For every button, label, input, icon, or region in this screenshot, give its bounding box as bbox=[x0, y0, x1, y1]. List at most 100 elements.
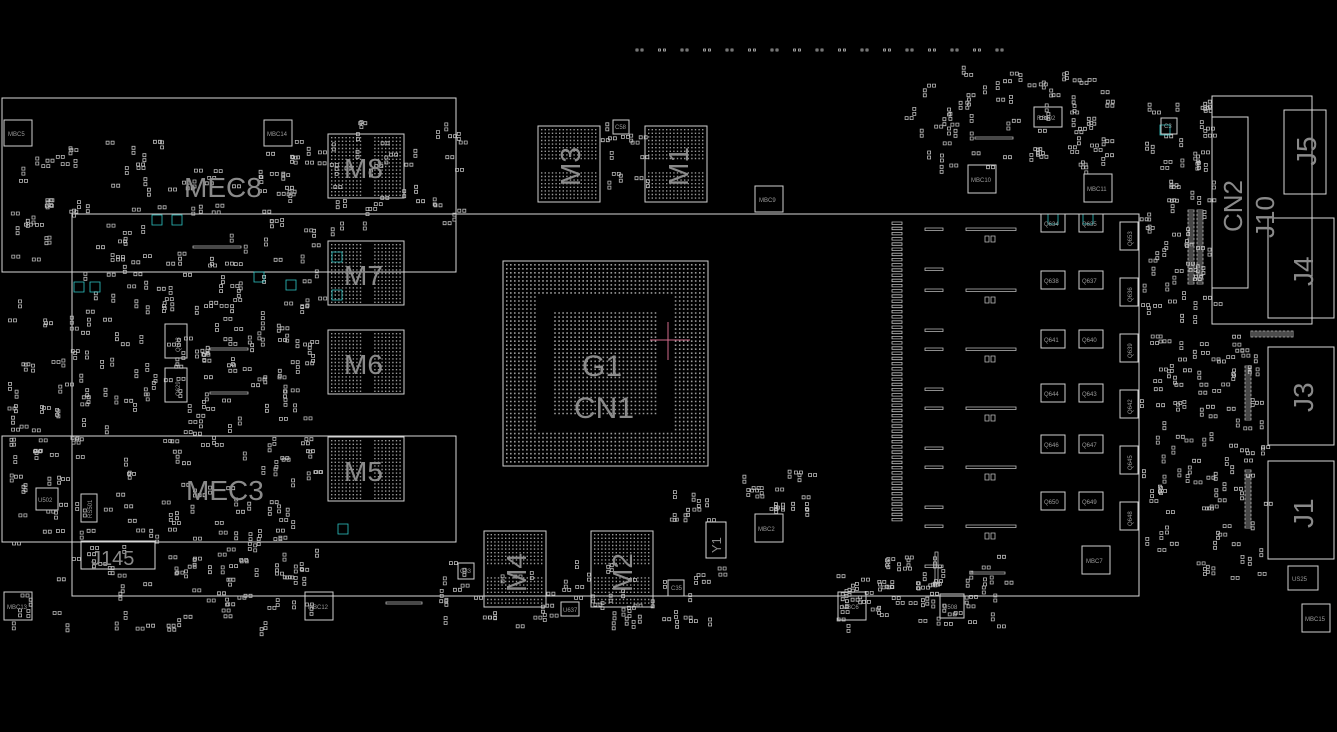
memory-m5 bbox=[327, 436, 405, 502]
mosfet-q648-label: Q648 bbox=[1128, 511, 1134, 526]
memory-m3-outline bbox=[537, 125, 601, 203]
label-m2: M2 bbox=[607, 553, 638, 592]
label-m7: M7 bbox=[344, 260, 383, 291]
c58-box bbox=[612, 119, 630, 135]
mbc11-box bbox=[1083, 173, 1113, 203]
mec3-outline bbox=[1, 435, 457, 543]
mosfet-q650-label: Q650 bbox=[1044, 500, 1059, 506]
mosfet-q639-label: Q639 bbox=[1128, 343, 1134, 358]
label-mbc9: MBC9 bbox=[759, 198, 776, 204]
label-mbc14: MBC14 bbox=[267, 132, 288, 138]
minor-parts bbox=[3, 106, 1331, 633]
label-c3: C3 bbox=[1164, 124, 1172, 130]
mbc2-box bbox=[754, 513, 784, 543]
mosfet-q653-label: Q653 bbox=[1128, 231, 1134, 246]
gpu-package bbox=[502, 260, 709, 467]
memory-m5-outline bbox=[327, 436, 405, 502]
label-j145: J145 bbox=[91, 548, 134, 570]
label-rs501: RS501 bbox=[88, 499, 94, 518]
mosfet-q646-box bbox=[1040, 434, 1066, 454]
memory-m4-outline bbox=[483, 530, 547, 608]
label-j4: J4 bbox=[1288, 256, 1319, 286]
u508-box bbox=[939, 593, 965, 619]
label-m5: M5 bbox=[344, 456, 383, 487]
mbc7-box bbox=[1081, 545, 1111, 575]
memory-m8-outline bbox=[327, 133, 405, 199]
mosfet-q642-label: Q642 bbox=[1128, 399, 1134, 414]
j5-outline bbox=[1283, 109, 1327, 195]
mosfet-q635-box bbox=[1078, 213, 1104, 233]
rs501-box bbox=[80, 493, 98, 523]
mbc12-box bbox=[304, 591, 334, 621]
mosfet-q640-box bbox=[1078, 329, 1104, 349]
memory-m8 bbox=[327, 133, 405, 199]
label-mec3: MEC3 bbox=[186, 475, 264, 506]
label-m6: M6 bbox=[344, 349, 383, 380]
mosfet-q634-box bbox=[1040, 213, 1066, 233]
mbc9-box bbox=[754, 185, 784, 213]
label-u637: U637 bbox=[563, 608, 578, 614]
y1-outline bbox=[705, 521, 727, 559]
mbc13-box bbox=[3, 591, 33, 621]
mosfet-q643-label: Q643 bbox=[1082, 392, 1097, 398]
memory-m4 bbox=[483, 530, 547, 608]
small-parts bbox=[7, 48, 1294, 637]
label-c58: C58 bbox=[615, 125, 627, 131]
label-g1: G1 bbox=[582, 350, 622, 383]
label-j5: J5 bbox=[1291, 136, 1322, 166]
mbc15-box bbox=[1301, 603, 1331, 633]
mbc5-tl-box bbox=[3, 119, 33, 147]
label-j1: J1 bbox=[1288, 498, 1319, 528]
rs602-box bbox=[1033, 106, 1063, 128]
label-m4: M4 bbox=[501, 553, 532, 592]
memory-packages bbox=[327, 125, 708, 608]
mbc6-box bbox=[837, 591, 867, 621]
label-u508: U508 bbox=[943, 605, 958, 611]
c33-box bbox=[457, 562, 475, 580]
mosfet-q646-label: Q646 bbox=[1044, 443, 1059, 449]
mosfet-q638-label: Q638 bbox=[1044, 279, 1059, 285]
label-m8: M8 bbox=[344, 153, 383, 184]
small-part-pads bbox=[7, 48, 1294, 637]
label-c33: C33 bbox=[460, 569, 472, 575]
j145-outline bbox=[80, 540, 156, 570]
label-mbc10: MBC10 bbox=[971, 178, 992, 184]
mosfet-q638-box bbox=[1040, 270, 1066, 290]
mosfet-q642-box bbox=[1119, 389, 1139, 419]
label-mbc6: MBC6 bbox=[842, 605, 859, 611]
label-mec8: MEC8 bbox=[184, 172, 262, 203]
mosfet-q634-label: Q634 bbox=[1044, 222, 1059, 228]
mosfet-q653-box bbox=[1119, 221, 1139, 251]
mosfet-q637-box bbox=[1078, 270, 1104, 290]
u637-box bbox=[560, 601, 580, 617]
label-mbc15: MBC15 bbox=[1305, 617, 1326, 623]
mosfet-q648-box bbox=[1119, 501, 1139, 531]
memory-m3 bbox=[537, 125, 601, 203]
label-mbc12: MBC12 bbox=[308, 605, 329, 611]
mosfet-q639-box bbox=[1119, 333, 1139, 363]
major-labels: G1 CN1 M8 M7 M6 M5 MEC8 MEC3 J145 M3 M1 … bbox=[91, 136, 1322, 592]
mosfet-q645-box bbox=[1119, 445, 1139, 475]
mosfet-q650-box bbox=[1040, 491, 1066, 511]
mosfet-q641-box bbox=[1040, 329, 1066, 349]
label-mbc5-tl: MBC5 bbox=[8, 132, 25, 138]
memory-m6-outline bbox=[327, 329, 405, 395]
label-c35: C35 bbox=[671, 586, 683, 592]
memory-m1 bbox=[644, 125, 708, 203]
mosfet-q644-label: Q644 bbox=[1044, 392, 1059, 398]
memory-m7 bbox=[327, 240, 405, 306]
label-m1: M1 bbox=[663, 147, 694, 186]
mosfet-q645-label: Q645 bbox=[1128, 455, 1134, 470]
memory-m6 bbox=[327, 329, 405, 395]
mbc14-box bbox=[263, 119, 293, 147]
label-cn1: CN1 bbox=[574, 392, 634, 425]
label-j3: J3 bbox=[1288, 382, 1319, 412]
memory-m2 bbox=[590, 530, 654, 608]
mosfet-q643-box bbox=[1078, 383, 1104, 403]
us25-box bbox=[1287, 565, 1319, 591]
label-mbc2: MBC2 bbox=[758, 527, 775, 533]
gpu-outline bbox=[502, 260, 709, 467]
j1-outline bbox=[1267, 460, 1335, 560]
